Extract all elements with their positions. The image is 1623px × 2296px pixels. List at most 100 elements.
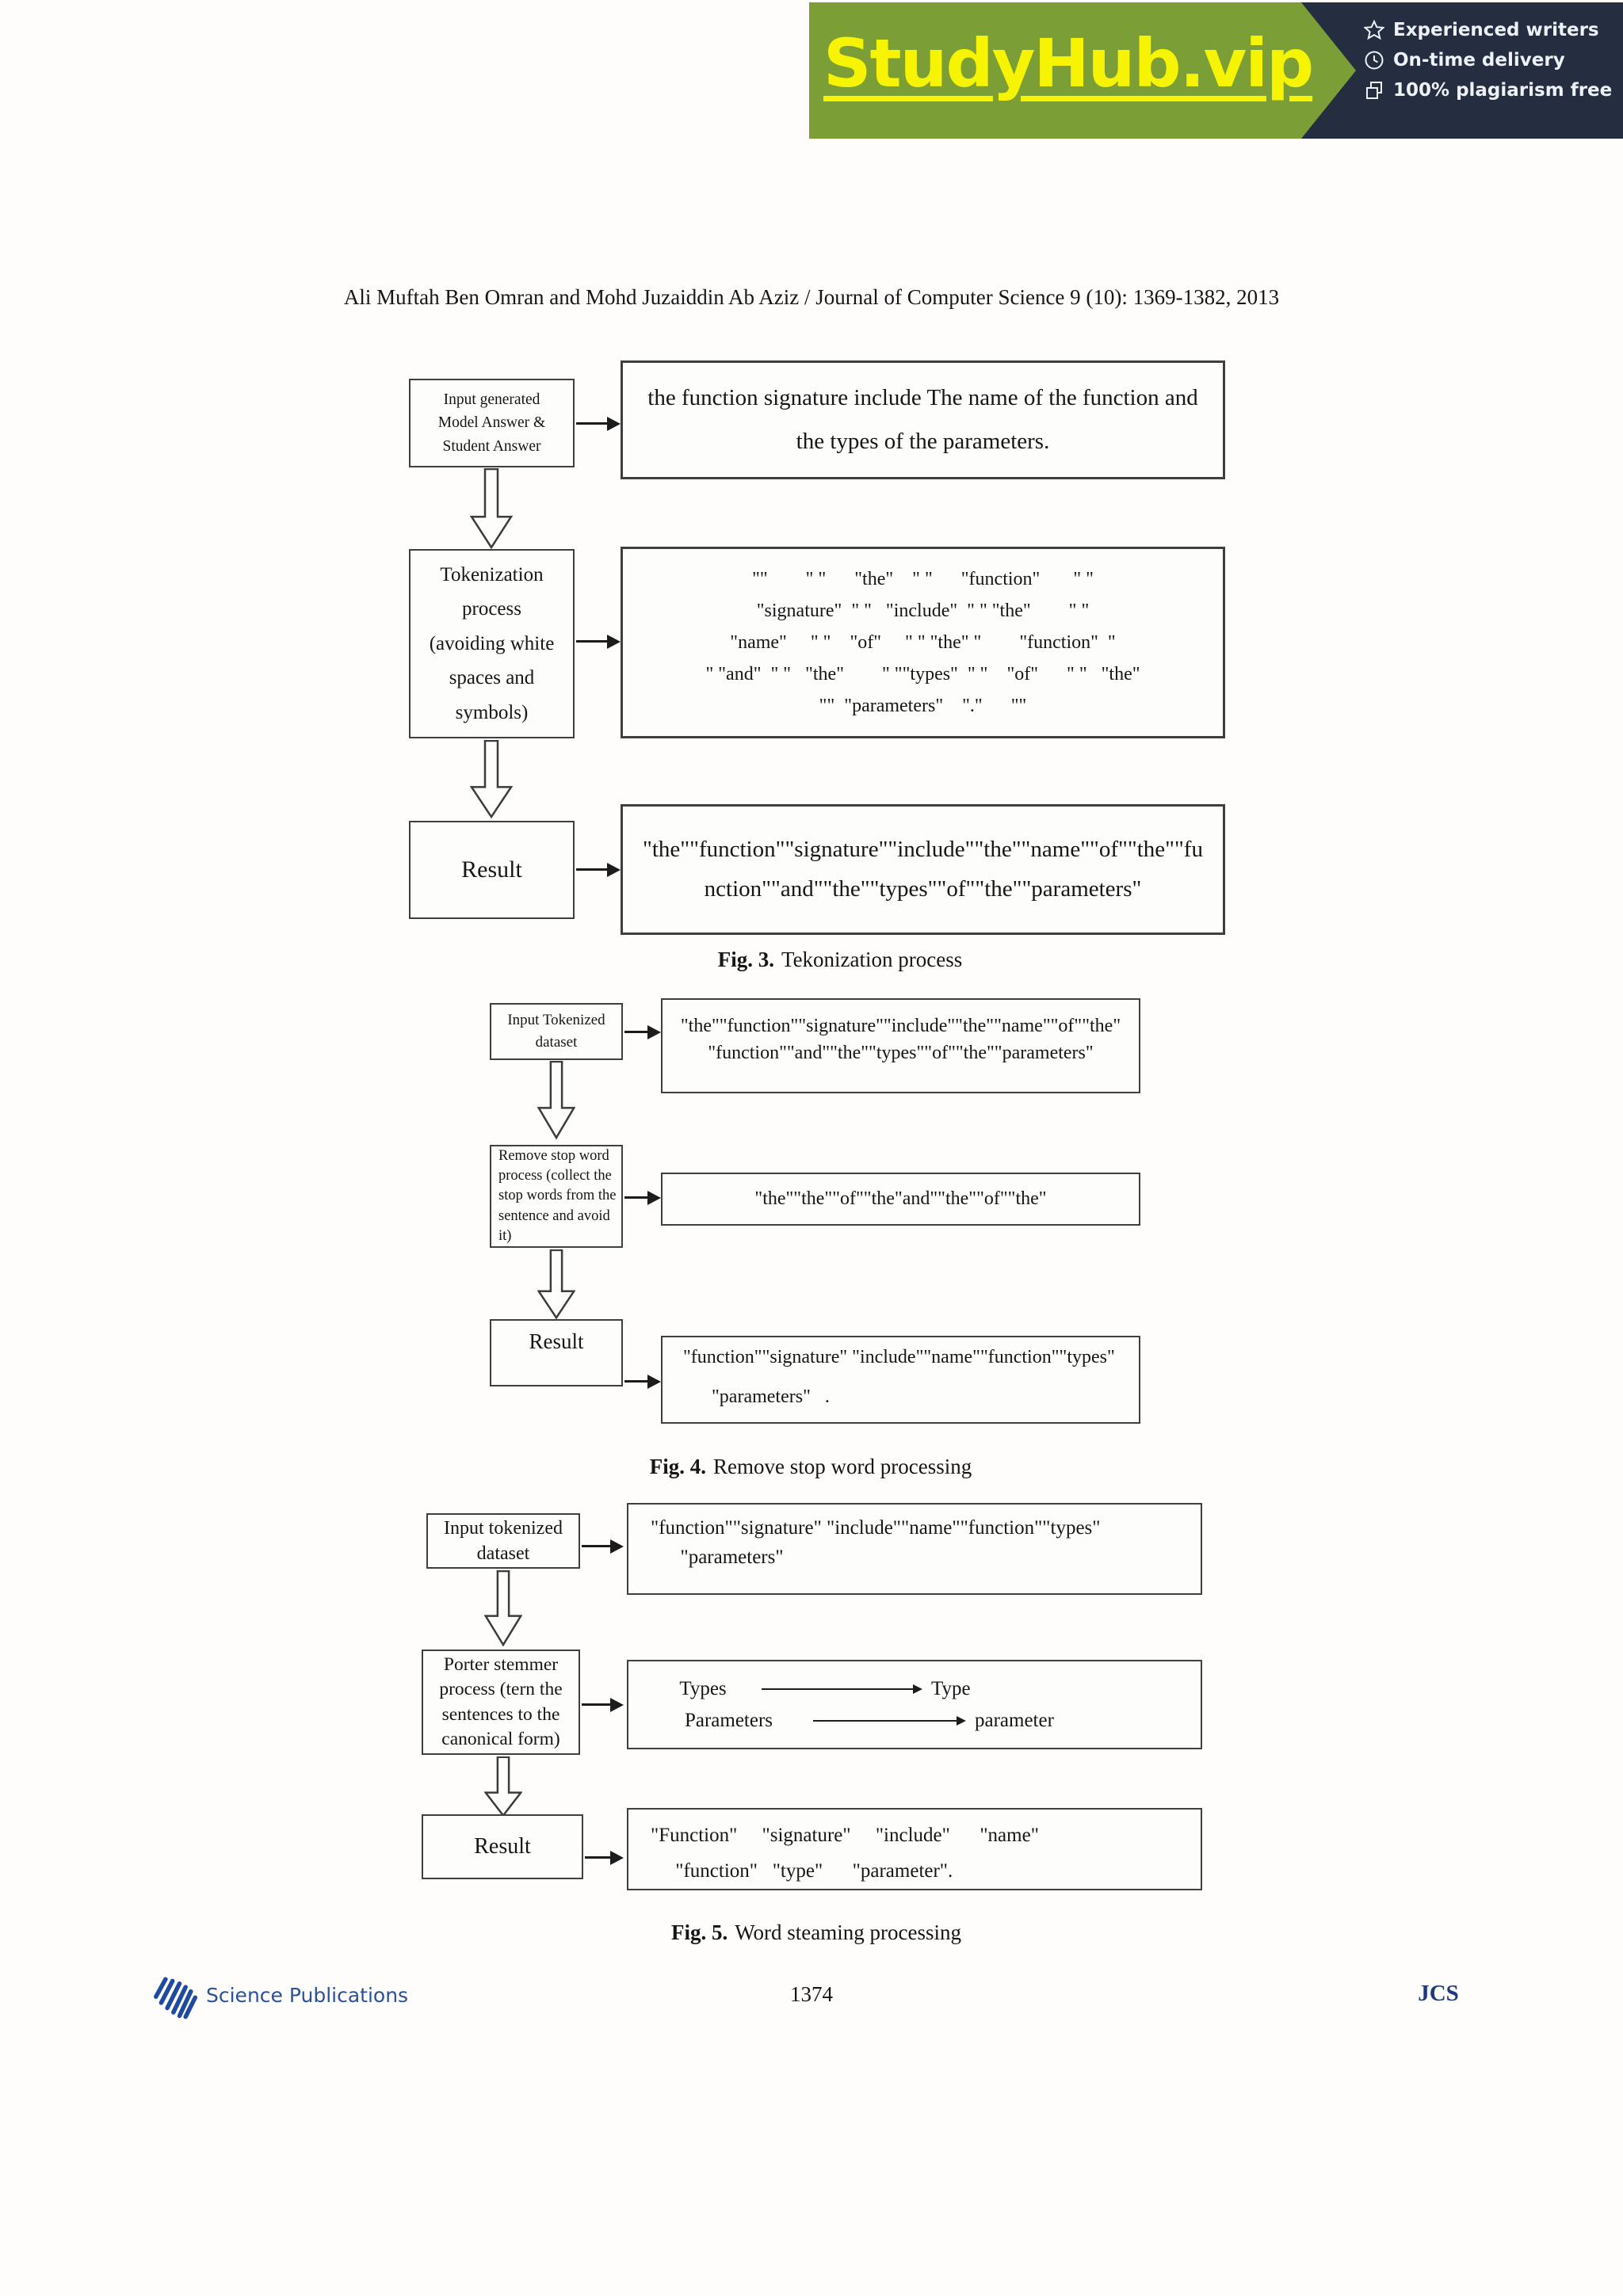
caption-label: Fig. 3. [717,948,774,971]
text-line: "the""function""signature""include""the"… [643,836,1203,862]
stemming-row: Types Type [628,1677,1201,1701]
text-line: "name" " " "of" " " "the" " "function" " [730,631,1116,653]
text-line: "signature" " " "include" " " "the" " " [756,600,1090,621]
fig4-result-text-box: "function""signature" "include""name""fu… [661,1336,1140,1424]
clock-icon [1365,51,1384,70]
fig3-arrow-3 [576,863,621,877]
result-label: Result [529,1329,584,1353]
result-label: Result [474,1834,531,1859]
text-line: canonical form) [441,1728,560,1749]
fig4-input-text-box: "the""function""signature""include""the"… [661,998,1140,1093]
text-line: the function signature include The name … [647,384,1198,410]
text-line: "" "parameters" "." "" [819,696,1027,717]
feature-label: On-time delivery [1393,50,1565,71]
text-line: "function" "type" "parameter". [651,1860,953,1882]
text-line: Student Answer [442,437,541,455]
text-line: "parameters" . [683,1386,830,1408]
text-line: "function""signature" "include""name""fu… [651,1517,1101,1539]
right-arrow-icon [762,1684,922,1694]
text-line: process (collect the [498,1167,612,1184]
fig5-down-arrow-1 [484,1570,522,1646]
stem-to: Type [931,1677,971,1699]
caption-label: Fig. 4. [649,1455,707,1478]
fig5-down-arrow-2 [484,1756,522,1817]
text-line: symbols) [455,701,529,723]
fig5-arrow-3 [585,1851,624,1865]
fig4-caption: Fig. 4.Remove stop word processing [319,1455,1302,1479]
banner-green-panel [809,2,1356,139]
fig5-arrow-1 [582,1539,624,1554]
text-line: "Function" "signature" "include" "name" [651,1825,1039,1846]
fig5-arrow-2 [582,1698,624,1712]
fig4-stopwords-box: "the""the""of""the"and""the""of""the" [661,1173,1140,1226]
arrowhead-icon [610,1539,624,1554]
text-line: dataset [535,1034,578,1051]
text-line: " "and" " " "the" " ""types" " " "of" " … [705,664,1140,685]
arrowhead-icon [647,1191,661,1205]
text-line: dataset [476,1543,530,1564]
text-line: process (tern the [439,1679,563,1700]
fig4-arrow-1 [624,1025,661,1039]
caption-label: Fig. 5. [670,1920,728,1944]
fig3-down-arrow-1 [470,468,513,549]
fig3-result-box: Result [409,821,575,919]
arrowhead-icon [607,863,621,877]
fig4-result-box: Result [490,1319,623,1386]
text-line: stop words from the [498,1188,617,1204]
text-line: "" " " "the" " " "function" " " [752,568,1094,589]
feature-item: Experienced writers [1364,20,1612,40]
fig5-caption: Fig. 5. Word steaming processing [325,1920,1308,1945]
studyhub-banner: Experienced writers On-time delivery 100… [809,2,1623,139]
publisher-name: Science Publications [206,1983,409,2007]
fig3-caption: Fig. 3.Tekonization process [349,948,1331,972]
feature-label: Experienced writers [1393,20,1599,40]
arrowhead-icon [607,635,621,649]
text-line: sentence and avoid [498,1207,610,1224]
feature-item: On-time delivery [1364,50,1612,71]
paper-citation: Ali Muftah Ben Omran and Mohd Juzaiddin … [343,285,1280,309]
fig5-process-box: Porter stemmer process (tern the sentences… [422,1650,580,1755]
arrowhead-icon [610,1698,624,1712]
arrowhead-icon [647,1025,661,1039]
plagiarism-free-icon [1366,82,1382,99]
text-line: it) [498,1228,512,1245]
text-line: Model Answer & [437,414,546,432]
stem-from: Parameters [684,1709,773,1731]
text-line: spaces and [449,667,535,689]
text-line: Tokenization [440,563,544,585]
text-line: "parameters" [651,1547,784,1568]
text-line: sentences to the [441,1703,560,1725]
stop-words-text: "the""the""of""the"and""the""of""the" [754,1188,1047,1210]
result-label: Result [461,856,522,883]
feature-label: 100% plagiarism free [1393,80,1613,101]
text-line: process [462,598,521,620]
stem-from: Types [679,1677,727,1699]
fig3-input-text-box: the function signature include The name … [621,360,1225,479]
fig4-down-arrow-2 [537,1249,575,1319]
stem-to: parameter [975,1709,1054,1731]
fig3-arrow-1 [576,417,621,431]
text-line: Porter stemmer [443,1654,559,1675]
right-arrow-icon [813,1715,966,1726]
fig5-input-text-box: "function""signature" "include""name""fu… [627,1503,1202,1595]
publisher-logo: Science Publications [149,1967,408,2023]
stemming-row: Parameters parameter [628,1709,1201,1733]
fig3-arrow-2 [576,635,621,649]
brand-text: StudyHub.vip [823,25,1314,102]
fig5-stemming-box: Types Type Parameters parameter [627,1660,1202,1749]
fig4-arrow-3 [624,1375,661,1389]
fig3-result-text-box: "the""function""signature""include""the"… [621,804,1225,935]
text-line: "function""signature" "include""name""fu… [683,1347,1115,1367]
fig4-arrow-2 [624,1191,661,1205]
fig5-result-box: Result [422,1814,583,1879]
fig3-tokens-box: "" " " "the" " " "function" " " "signatur… [621,547,1225,738]
text-line: Input generated [443,391,540,409]
publisher-logo-icon [154,1977,198,2019]
caption-text: Word steaming processing [735,1920,962,1944]
